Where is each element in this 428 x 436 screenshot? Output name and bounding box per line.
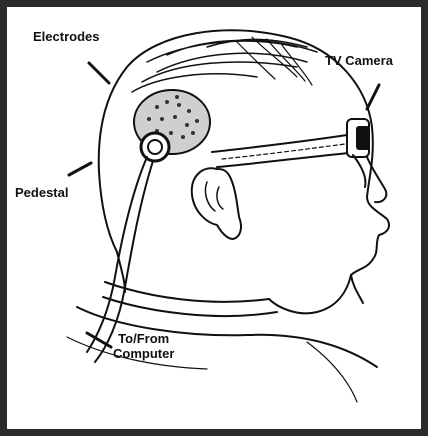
glasses-frame-dash <box>222 144 345 159</box>
pedestal-label: Pedestal <box>15 185 68 200</box>
glasses-frame <box>212 135 347 152</box>
lens-glass <box>353 155 365 187</box>
chin-jaw <box>351 275 363 303</box>
tv-camera-lens <box>357 127 369 149</box>
to-from-computer-label: To/From Computer <box>113 331 174 361</box>
collar <box>105 282 269 302</box>
head-outline <box>127 30 389 313</box>
electrodes-pointer <box>89 63 109 83</box>
ear <box>192 168 241 239</box>
to-from-line1: To/From <box>113 331 174 346</box>
hair-strands <box>132 39 317 92</box>
electrodes-label: Electrodes <box>33 29 99 44</box>
pedestal-connector-inner <box>148 140 162 154</box>
to-from-line2: Computer <box>113 346 174 361</box>
back-of-head <box>99 67 127 252</box>
glasses-frame-2 <box>217 153 349 167</box>
head-illustration <box>7 7 421 429</box>
tv-camera-pointer <box>367 85 379 109</box>
pedestal-pointer <box>69 163 91 175</box>
tv-camera-label: TV Camera <box>325 53 393 68</box>
